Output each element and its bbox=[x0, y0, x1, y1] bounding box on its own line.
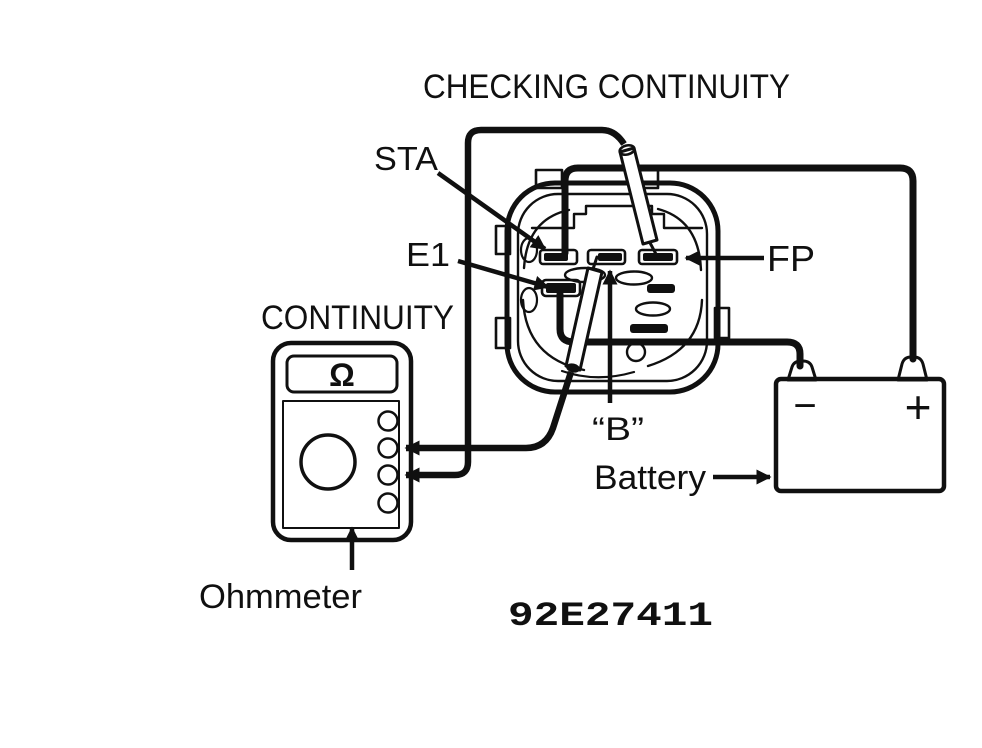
connector-inner-shell bbox=[516, 192, 709, 383]
connector-side-tab-left-lower bbox=[494, 316, 512, 350]
ohmmeter-jack-1 bbox=[377, 410, 399, 432]
figure-number: 92E27411 bbox=[508, 598, 713, 636]
battery-label: Battery bbox=[594, 459, 706, 497]
ohmmeter-lead-fp bbox=[404, 126, 627, 483]
ohmmeter-panel bbox=[282, 400, 400, 529]
connector-keyway bbox=[530, 204, 704, 230]
connector-boss bbox=[625, 341, 647, 363]
ohmmeter-jack-2 bbox=[377, 437, 399, 459]
battery-body bbox=[773, 376, 947, 494]
connector-cavity-right-lower bbox=[634, 301, 672, 317]
sta-terminal-slot bbox=[538, 248, 579, 266]
ohmmeter-body bbox=[270, 340, 414, 543]
ohmmeter-jack-4 bbox=[377, 492, 399, 514]
ohmmeter-dial bbox=[299, 433, 357, 491]
connector-outer-shell bbox=[504, 180, 721, 395]
battery-positive-post bbox=[896, 355, 929, 382]
ohm-symbol: Ω bbox=[329, 357, 355, 393]
ohmmeter-lead-b bbox=[404, 371, 575, 456]
fp-probe-body bbox=[618, 146, 659, 246]
battery-negative-post bbox=[786, 359, 818, 382]
b-test-probe bbox=[564, 255, 604, 373]
fp-terminal-label: FP bbox=[767, 238, 815, 279]
connector-inner-arc-upper-left bbox=[522, 208, 571, 270]
connector-cavity-left-lower bbox=[519, 286, 539, 314]
b-terminal-slot bbox=[586, 248, 627, 266]
ohmmeter-caption: Ohmmeter bbox=[199, 578, 362, 616]
fp-test-probe bbox=[618, 144, 659, 258]
ohmmeter-jack-3 bbox=[377, 464, 399, 486]
connector-inner-arc-upper-right bbox=[656, 207, 703, 272]
b-terminal-label: “B” bbox=[592, 411, 644, 447]
connector-cavity-right-upper bbox=[614, 270, 654, 286]
fp-probe-cap bbox=[618, 144, 636, 156]
ohmmeter: CONTINUITY Ω bbox=[261, 299, 454, 543]
battery-positive-symbol: + bbox=[905, 381, 932, 433]
ohmmeter-display bbox=[285, 354, 399, 394]
continuity-label: CONTINUITY bbox=[261, 299, 454, 337]
battery-positive-wire bbox=[561, 164, 917, 363]
connector-contact-right bbox=[647, 284, 675, 293]
connector-side-tab-left-upper bbox=[494, 224, 512, 256]
battery-negative-wire bbox=[556, 290, 804, 370]
battery-negative-symbol: − bbox=[793, 384, 816, 428]
sta-terminal-label: STA bbox=[374, 140, 438, 177]
b-probe-cap bbox=[566, 363, 580, 373]
diagram-title: CHECKING CONTINUITY bbox=[423, 68, 790, 106]
connector-side-tab-right bbox=[713, 306, 731, 340]
connector-contact-lower bbox=[630, 324, 668, 333]
sta-callout-arrow bbox=[436, 171, 547, 251]
e1-terminal-label: E1 bbox=[406, 236, 450, 273]
e1-callout-arrow bbox=[457, 258, 550, 291]
battery: − + bbox=[773, 355, 947, 494]
